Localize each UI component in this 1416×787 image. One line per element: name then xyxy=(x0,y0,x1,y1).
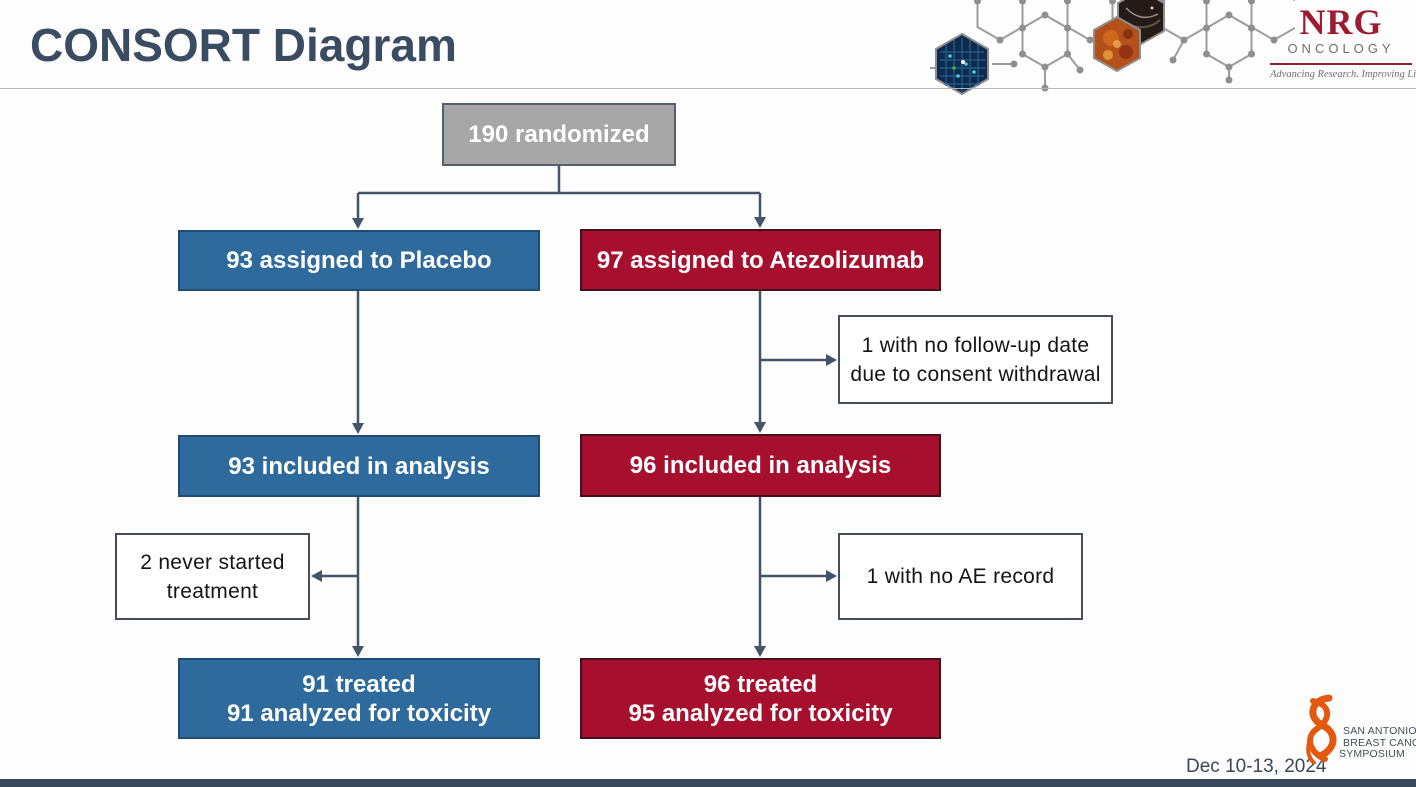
atezolizumab-assigned-box: 97 assigned to Atezolizumab xyxy=(580,229,941,291)
no-ae-record-note-label: 1 with no AE record xyxy=(866,565,1055,588)
placebo-assigned-label: 93 assigned to Placebo xyxy=(226,247,492,274)
nrg-logo-division: ONCOLOGY xyxy=(1287,41,1395,56)
nrg-logo-wordmark: NRG xyxy=(1299,2,1383,42)
nrg-oncology-logo: NRG ONCOLOGY Advancing Research. Improvi… xyxy=(1270,2,1416,80)
consent-withdrawal-note-box: 1 with no follow-up date due to consent … xyxy=(838,315,1113,404)
sabcs-text-line1: SAN ANTONIO xyxy=(1343,725,1416,737)
atezolizumab-included-label: 96 included in analysis xyxy=(629,452,892,479)
placebo-included-label: 93 included in analysis xyxy=(228,452,490,480)
sabcs-logo: SAN ANTONIO BREAST CANCER SYMPOSIUM xyxy=(1298,694,1416,766)
placebo-treated-line2: 91 analyzed for toxicity xyxy=(226,699,492,727)
slide-date: Dec 10-13, 2024 xyxy=(1186,756,1327,777)
molecule-decoration-icon xyxy=(930,0,1295,96)
sabcs-text-line2: BREAST CANCER xyxy=(1343,736,1416,749)
randomized-label: 190 randomized xyxy=(468,121,650,148)
sabcs-text-line3: SYMPOSIUM xyxy=(1339,748,1405,760)
randomized-box: 190 randomized xyxy=(442,103,676,166)
atezolizumab-treated-line1: 96 treated xyxy=(703,670,818,698)
nrg-logo-tagline: Advancing Research. Improving Lives.™ xyxy=(1270,69,1416,80)
atezolizumab-assigned-label: 97 assigned to Atezolizumab xyxy=(596,246,925,274)
nrg-logo-rule xyxy=(1270,63,1412,65)
consent-withdrawal-note-label: 1 with no follow-up date due to consent … xyxy=(850,333,1101,386)
page-title: CONSORT Diagram xyxy=(30,19,457,71)
never-started-note-box: 2 never started treatment xyxy=(115,533,310,620)
bottom-bar xyxy=(0,779,1416,787)
atezolizumab-treated-box: 96 treated 95 analyzed for toxicity xyxy=(580,658,941,739)
sabcs-ribbon-icon xyxy=(1306,694,1337,764)
placebo-included-box: 93 included in analysis xyxy=(178,435,540,497)
atezolizumab-included-box: 96 included in analysis xyxy=(580,434,941,497)
placebo-treated-box: 91 treated 91 analyzed for toxicity xyxy=(178,658,540,739)
atezolizumab-treated-line2: 95 analyzed for toxicity xyxy=(628,699,893,727)
never-started-note-label: 2 never started treatment xyxy=(140,550,285,603)
sabcs-logo-text: SAN ANTONIO BREAST CANCER SYMPOSIUM xyxy=(1339,725,1416,761)
placebo-assigned-box: 93 assigned to Placebo xyxy=(178,230,540,291)
placebo-treated-line1: 91 treated xyxy=(302,670,416,698)
no-ae-record-note-box: 1 with no AE record xyxy=(838,533,1083,620)
header-divider xyxy=(0,88,1416,89)
